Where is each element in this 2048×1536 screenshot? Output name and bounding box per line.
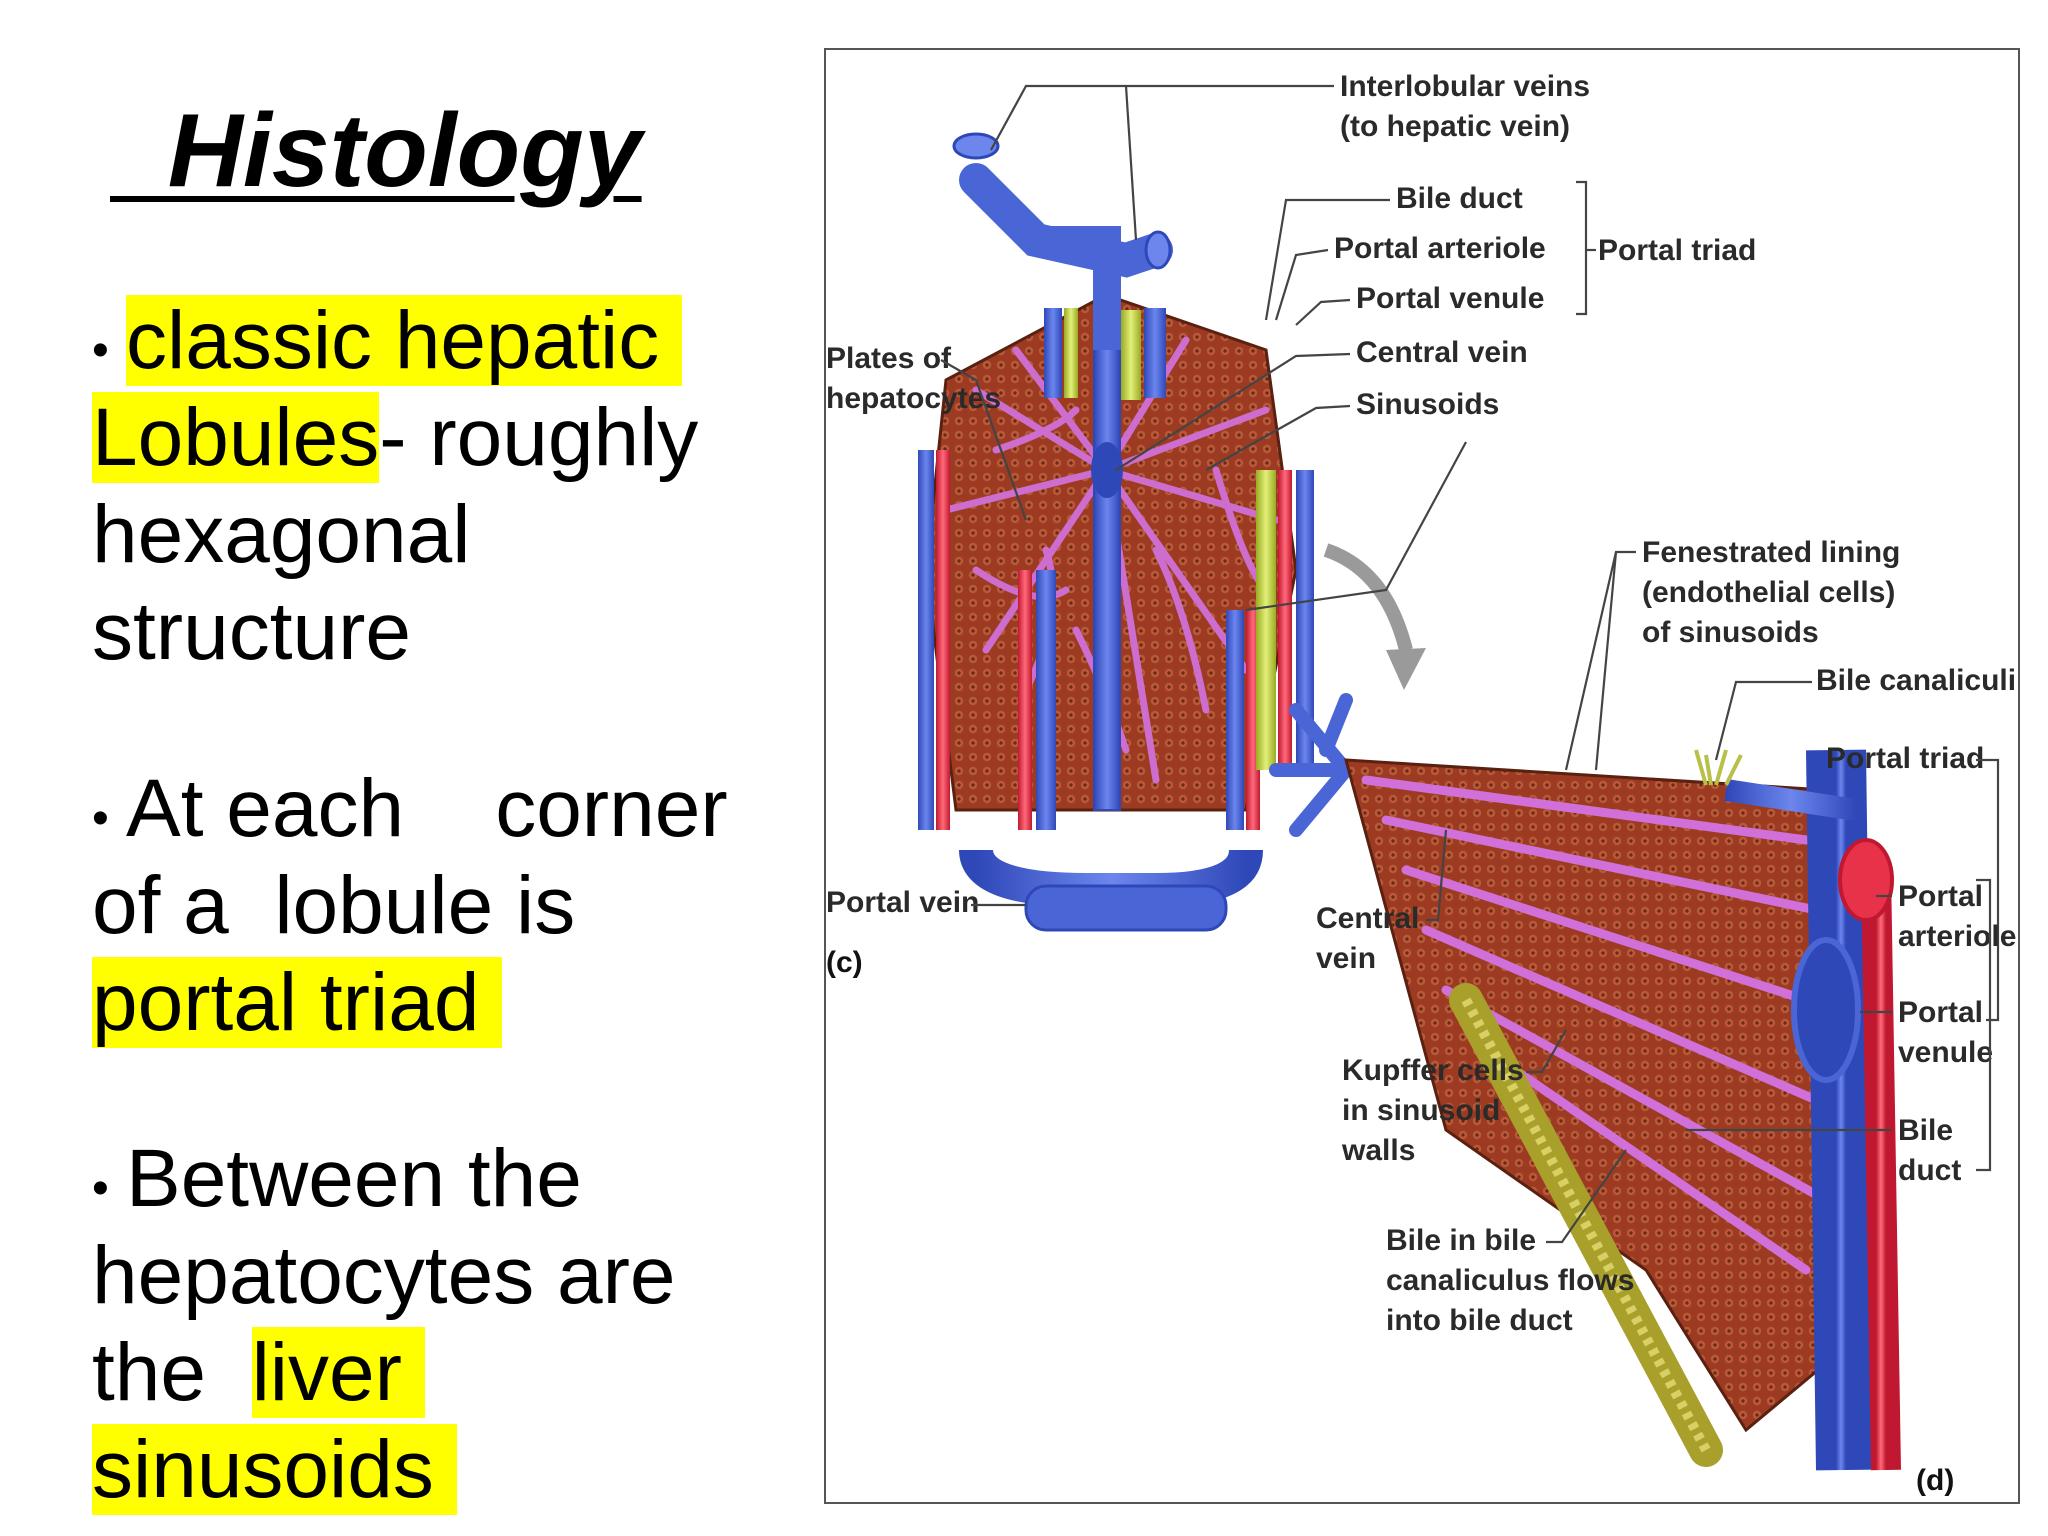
label-central-vein-d: Central <box>1316 902 1419 935</box>
bullet-text: hepatocytes are <box>92 1230 676 1321</box>
bullet-line: portal triad <box>92 954 728 1051</box>
label-kupffer-sub2: walls <box>1341 1134 1415 1167</box>
label-plates-sub: hepatocytes <box>826 382 1001 415</box>
label-fenestrated-sub1: (endothelial cells) <box>1642 576 1895 609</box>
bullet-line: At each corner <box>92 760 728 857</box>
panel-label-c: (c) <box>826 946 863 979</box>
label-kupffer: Kupffer cells <box>1342 1054 1524 1087</box>
portal-triad-corners <box>918 308 1314 830</box>
bullet-text: the <box>92 1327 252 1418</box>
label-portal-triad-c: Portal triad <box>1598 234 1756 267</box>
label-sinusoids: Sinusoids <box>1356 388 1499 421</box>
bullet-dot: • <box>92 1162 109 1215</box>
bullet-dot: • <box>92 324 109 377</box>
label-bile-duct: Bile duct <box>1396 182 1523 215</box>
label-central-vein-d-sub: vein <box>1316 942 1376 975</box>
lobule-d-illustration <box>1269 693 1901 1471</box>
slide-title: Histology <box>110 93 642 209</box>
label-portal-venule: Portal venule <box>1356 282 1544 315</box>
bullet-text: hexagonal <box>92 489 471 580</box>
bullet-line: Between the <box>92 1130 676 1227</box>
label-bile-flow: Bile in bile <box>1386 1224 1536 1257</box>
highlighted-text: portal triad <box>92 957 503 1048</box>
label-central-vein-c: Central vein <box>1356 336 1528 369</box>
label-portal-arteriole-d-sub: arteriole <box>1898 920 2016 953</box>
label-plates: Plates of <box>826 342 952 375</box>
labels-panel-d: Fenestrated lining (endothelial cells) o… <box>1316 536 2016 1497</box>
label-bile-duct-d-sub: duct <box>1898 1154 1961 1187</box>
bullet-text: structure <box>92 586 411 677</box>
label-portal-vein: Portal vein <box>826 886 979 919</box>
highlighted-text: classic hepatic <box>126 295 683 386</box>
lobule-c-illustration <box>918 132 1314 932</box>
label-bile-flow-sub2: into bile duct <box>1386 1304 1573 1337</box>
panel-label-d: (d) <box>1916 1464 1954 1497</box>
bullet-line: classic hepatic <box>92 292 698 389</box>
liver-lobule-diagram: Interlobular veins (to hepatic vein) Bil… <box>826 70 2016 1497</box>
bullet-text: - roughly <box>379 392 699 483</box>
label-bile-flow-sub1: canaliculus flows <box>1386 1264 1634 1297</box>
zoom-arrow <box>1323 543 1413 652</box>
label-interlobular-veins: Interlobular veins <box>1340 70 1590 103</box>
bullet-line: of a lobule is <box>92 857 728 954</box>
bullet-text: At each corner <box>126 763 728 854</box>
label-portal-venule-d-sub: venule <box>1898 1036 1993 1069</box>
label-portal-triad-d: Portal triad <box>1826 742 1984 775</box>
highlighted-text: sinusoids <box>92 1424 457 1515</box>
label-portal-arteriole-d: Portal <box>1898 880 1983 913</box>
bullet-line: structure <box>92 583 698 680</box>
text-panel: Histology • classic hepatic Lobules- roug… <box>0 0 820 1536</box>
label-portal-venule-d: Portal <box>1898 996 1983 1029</box>
label-interlobular-veins-sub: (to hepatic vein) <box>1340 110 1570 143</box>
label-bile-canaliculi: Bile canaliculi <box>1816 664 2016 697</box>
label-fenestrated: Fenestrated lining <box>1642 536 1900 569</box>
bullet-line: hexagonal <box>92 486 698 583</box>
highlighted-text: Lobules <box>92 392 380 483</box>
highlighted-text: liver <box>251 1327 425 1418</box>
label-fenestrated-sub2: of sinusoids <box>1642 616 1819 649</box>
bullet-line: the liver <box>92 1324 676 1421</box>
label-bile-duct-d: Bile <box>1898 1114 1953 1147</box>
bullet-line: sinusoids <box>92 1421 676 1518</box>
bullet-line: hepatocytes are <box>92 1227 676 1324</box>
label-portal-arteriole: Portal arteriole <box>1334 232 1546 265</box>
bullet-dot: • <box>92 792 109 845</box>
label-kupffer-sub1: in sinusoid <box>1342 1094 1500 1127</box>
bullet-text: of a lobule is <box>92 860 576 951</box>
bullet-line: Lobules- roughly <box>92 389 698 486</box>
bullet-text: Between the <box>126 1133 582 1224</box>
liver-lobule-figure: Interlobular veins (to hepatic vein) Bil… <box>824 48 2020 1504</box>
labels-panel-c: Interlobular veins (to hepatic vein) Bil… <box>826 70 1756 979</box>
